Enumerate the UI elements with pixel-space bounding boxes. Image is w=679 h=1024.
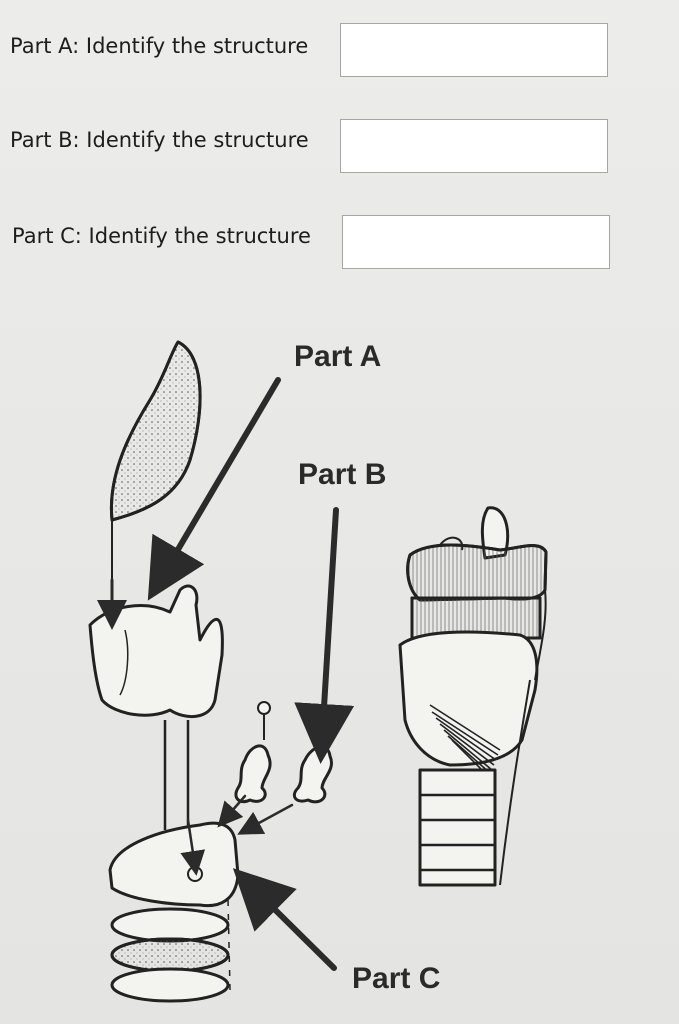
question-label-part-a: Part A: Identify the structure [10,34,309,58]
figure-label-part-c: Part C [352,962,440,995]
question-row-part-a: Part A: Identify the structure [0,20,679,80]
pointer-arrows [97,377,355,971]
arytenoid-cartilage-right [292,745,333,804]
cricoid-cartilage-shape [108,821,240,908]
figure-label-part-a: Part A [294,340,381,373]
answer-input-part-b[interactable] [340,119,608,173]
assembled-larynx-view [398,506,548,887]
question-row-part-c: Part C: Identify the structure [0,212,679,272]
answer-input-part-c[interactable] [342,215,610,269]
thyroid-cartilage-shape [88,584,224,719]
arytenoid-cartilage-left [234,744,272,804]
question-label-part-b: Part B: Identify the structure [10,128,309,152]
tracheal-rings-left [110,907,230,1003]
figure-label-part-b: Part B [298,458,386,491]
question-row-part-b: Part B: Identify the structure [0,116,679,176]
arrow-part-b [294,507,355,764]
arrow-part-a [147,377,281,601]
answer-input-part-a[interactable] [340,23,608,77]
question-label-part-c: Part C: Identify the structure [12,224,311,248]
epiglottis-shape [109,340,202,522]
arrow-part-c [232,868,337,971]
larynx-diagram: Part A Part B Part C [88,340,548,1003]
exploded-larynx-view [88,340,341,1003]
